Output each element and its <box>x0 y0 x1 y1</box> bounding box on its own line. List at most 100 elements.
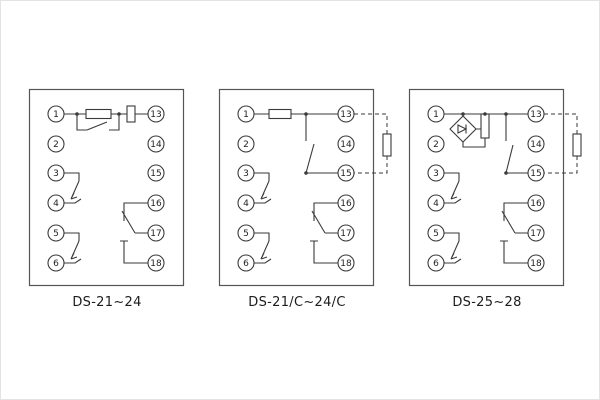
terminal-2: 2 <box>47 135 65 153</box>
terminal-14: 14 <box>147 135 165 153</box>
diagram-label-ds-21-24: DS-21~24 <box>72 295 142 310</box>
rectifier-bridge <box>449 115 477 143</box>
terminal-4: 4 <box>237 194 255 212</box>
terminal-6: 6 <box>47 254 65 272</box>
contact-3-4-blade <box>70 180 80 200</box>
contact-3-4-wire <box>444 172 462 204</box>
terminal-17: 17 <box>337 224 355 242</box>
terminal-3: 3 <box>427 164 445 182</box>
contact-blade <box>505 144 514 174</box>
coil <box>480 113 490 139</box>
svg-text:17: 17 <box>150 229 161 239</box>
terminal-6: 6 <box>427 254 445 272</box>
contact-16-17-18-blade <box>121 210 136 234</box>
junction-dot <box>483 112 487 116</box>
external-resistor <box>382 133 392 157</box>
svg-text:5: 5 <box>53 229 59 239</box>
contact-16-17-18-wire <box>120 202 148 264</box>
svg-text:14: 14 <box>530 140 542 150</box>
contact-3-4-blade <box>260 180 270 200</box>
svg-text:15: 15 <box>340 169 351 179</box>
contact-16-17-18-wire <box>500 202 528 264</box>
terminal-14: 14 <box>527 135 545 153</box>
terminal-4: 4 <box>427 194 445 212</box>
svg-text:6: 6 <box>433 259 439 269</box>
svg-text:1: 1 <box>243 110 249 120</box>
contact-5-6-blade <box>260 240 270 260</box>
case-outline <box>408 88 565 287</box>
junction-dot <box>504 171 508 175</box>
diagram-ds-21c-24c: 1 2 3 4 5 6 13 14 15 16 17 18 <box>218 88 399 289</box>
contact-3-4-wire <box>64 172 82 204</box>
svg-text:18: 18 <box>530 259 542 269</box>
bridge-coil-link <box>462 128 486 148</box>
resistor <box>85 108 112 120</box>
contact-3-4-blade <box>450 180 460 200</box>
svg-text:5: 5 <box>433 229 439 239</box>
junction-dot <box>304 171 308 175</box>
svg-text:2: 2 <box>433 140 439 150</box>
svg-text:1: 1 <box>53 110 59 120</box>
junction-dot <box>504 112 508 116</box>
terminal-17: 17 <box>527 224 545 242</box>
shorting-contact-blade <box>86 121 108 131</box>
svg-text:14: 14 <box>150 140 162 150</box>
svg-text:17: 17 <box>530 229 541 239</box>
coil <box>126 105 136 123</box>
svg-text:3: 3 <box>53 169 59 179</box>
terminal-18: 18 <box>147 254 165 272</box>
terminal-13: 13 <box>147 105 165 123</box>
terminal-4: 4 <box>47 194 65 212</box>
diagram-ds-21-24: 1 2 3 4 5 6 13 14 15 16 17 18 <box>28 88 209 289</box>
svg-text:2: 2 <box>53 140 59 150</box>
contact-5-6-blade <box>450 240 460 260</box>
coil <box>268 108 292 120</box>
junction-dot <box>461 112 465 116</box>
svg-text:6: 6 <box>53 259 59 269</box>
contact-5-6-wire <box>444 232 462 264</box>
terminal-3: 3 <box>237 164 255 182</box>
svg-text:13: 13 <box>530 110 541 120</box>
svg-text:15: 15 <box>530 169 541 179</box>
svg-text:3: 3 <box>433 169 439 179</box>
junction-dot <box>75 112 79 116</box>
terminal-16: 16 <box>147 194 165 212</box>
terminal-6: 6 <box>237 254 255 272</box>
terminal-1: 1 <box>47 105 65 123</box>
svg-text:4: 4 <box>243 199 249 209</box>
case-outline <box>28 88 185 287</box>
terminal-16: 16 <box>337 194 355 212</box>
contact-3-4-wire <box>254 172 272 204</box>
diagram-label-ds-25-28: DS-25~28 <box>452 295 522 310</box>
contact-5-6-wire <box>254 232 272 264</box>
svg-text:18: 18 <box>340 259 352 269</box>
terminal-1: 1 <box>237 105 255 123</box>
svg-text:18: 18 <box>150 259 162 269</box>
external-resistor <box>572 133 582 157</box>
terminal-16: 16 <box>527 194 545 212</box>
contact-5-6-blade <box>70 240 80 260</box>
ds-25-28-schematic: 1 2 3 4 5 6 13 14 15 16 17 18 <box>408 88 582 287</box>
svg-text:2: 2 <box>243 140 249 150</box>
external-link-dashed <box>544 113 578 174</box>
svg-text:15: 15 <box>150 169 161 179</box>
terminal-5: 5 <box>427 224 445 242</box>
ds-21c-24c-schematic: 1 2 3 4 5 6 13 14 15 16 17 18 <box>218 88 392 287</box>
svg-text:16: 16 <box>340 199 352 209</box>
terminal-3: 3 <box>47 164 65 182</box>
svg-text:17: 17 <box>340 229 351 239</box>
ds-21-24-schematic: 1 2 3 4 5 6 13 14 15 16 17 18 <box>28 88 185 287</box>
junction-dot <box>304 112 308 116</box>
contact-16-17-18-wire <box>310 202 338 264</box>
svg-text:16: 16 <box>530 199 542 209</box>
svg-text:6: 6 <box>243 259 249 269</box>
case-outline <box>218 88 375 287</box>
terminal-18: 18 <box>337 254 355 272</box>
terminal-2: 2 <box>237 135 255 153</box>
junction-dot <box>117 112 121 116</box>
svg-text:5: 5 <box>243 229 249 239</box>
terminal-2: 2 <box>427 135 445 153</box>
svg-text:14: 14 <box>340 140 352 150</box>
diagram-ds-25-28: 1 2 3 4 5 6 13 14 15 16 17 18 <box>408 88 589 289</box>
